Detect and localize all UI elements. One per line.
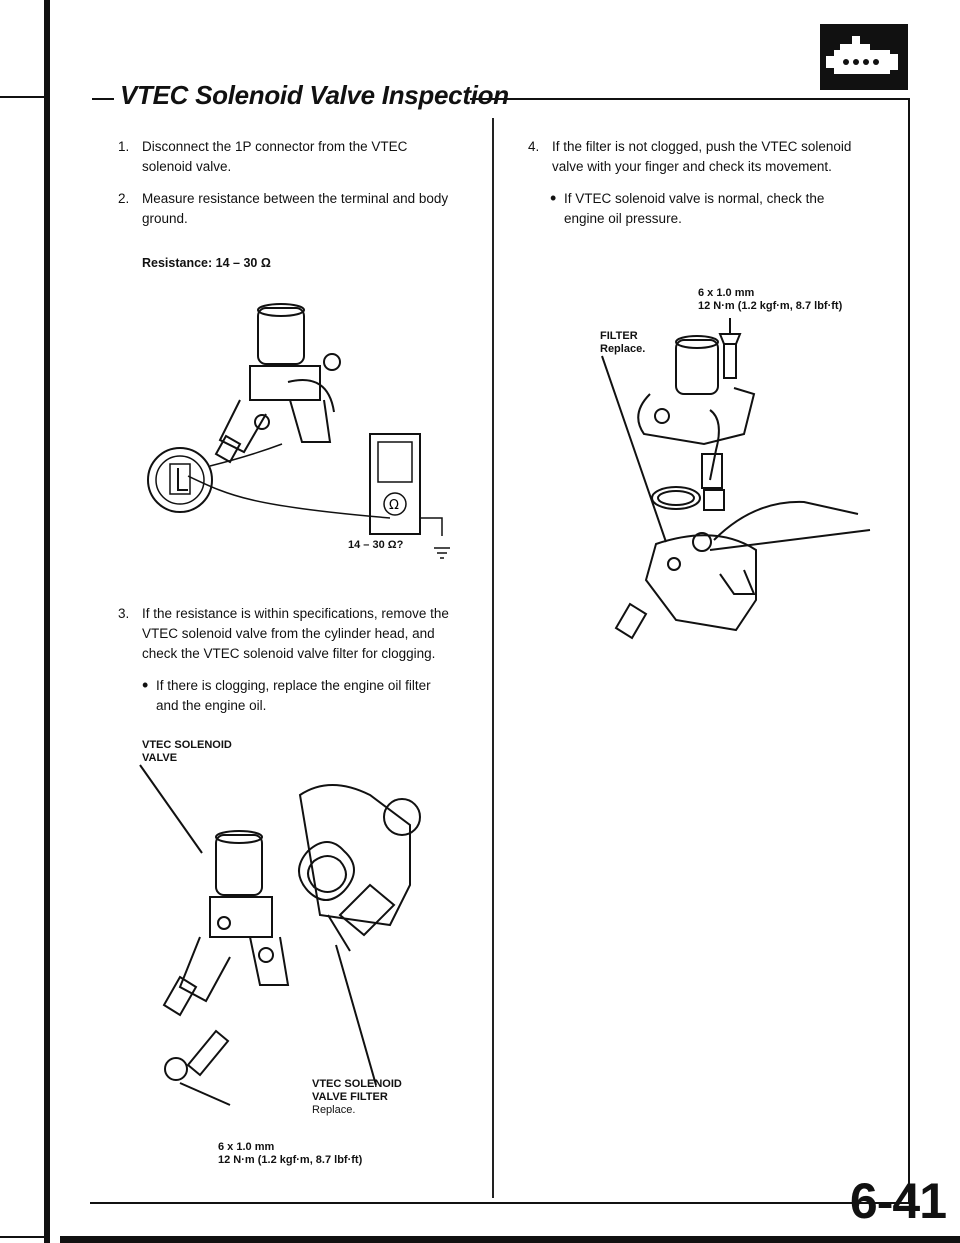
label-note: Replace.: [312, 1104, 356, 1116]
label-vtec-solenoid-valve-filter: VTEC SOLENOID VALVE FILTER Replace.: [312, 1078, 402, 1117]
label-line: VTEC SOLENOID: [142, 739, 232, 751]
step-text-line: If the filter is not clogged, push the V…: [552, 139, 852, 154]
binding-edge: [44, 0, 50, 1243]
page-title: VTEC Solenoid Valve Inspection: [120, 80, 509, 110]
step-number: 1.: [118, 139, 130, 154]
engine-icon: [820, 24, 908, 90]
resistance-spec: Resistance: 14 – 30 Ω: [142, 256, 271, 270]
meter-range-label: 14 – 30 Ω?: [348, 539, 404, 551]
frame-right-rule: [908, 98, 910, 1204]
frame-bottom-rule: [90, 1202, 910, 1204]
bullet-text-line: engine oil pressure.: [564, 211, 682, 226]
column-divider: [492, 118, 494, 1198]
label-bolt-torque: 12 N·m (1.2 kgf·m, 8.7 lbf·ft): [218, 1154, 363, 1166]
step-text-line: valve with your finger and check its mov…: [552, 159, 832, 174]
step-4: 4. If the filter is not clogged, push th…: [528, 137, 908, 177]
label-line: FILTER: [600, 330, 638, 342]
bullet-icon: •: [142, 675, 149, 695]
bullet-text-line: If there is clogging, replace the engine…: [156, 678, 431, 693]
filter-check-diagram: [601, 318, 871, 640]
step-text-line: ground.: [142, 211, 188, 226]
bullet-text-line: and the engine oil.: [156, 698, 267, 713]
step-1: 1. Disconnect the 1P connector from the …: [118, 137, 478, 177]
step-text-line: If the resistance is within specificatio…: [142, 606, 449, 621]
label-line: VALVE FILTER: [312, 1091, 388, 1103]
step-text-line: solenoid valve.: [142, 159, 232, 174]
page-number: 6-41: [849, 1173, 947, 1229]
step-text-line: Measure resistance between the terminal …: [142, 191, 449, 206]
step-3-bullet: • If there is clogging, replace the engi…: [142, 676, 482, 716]
step-number: 4.: [528, 139, 540, 154]
step-text-line: VTEC solenoid valve from the cylinder he…: [142, 626, 435, 641]
step-4-bullet: • If VTEC solenoid valve is normal, chec…: [550, 189, 900, 229]
frame-line: [0, 96, 44, 98]
svg-text:Ω: Ω: [389, 498, 399, 513]
title-rule: [470, 98, 908, 100]
label-vtec-solenoid-valve: VTEC SOLENOID VALVE: [142, 739, 232, 765]
step-number: 2.: [118, 191, 130, 206]
label-line: VTEC SOLENOID: [312, 1078, 402, 1090]
label-filter: FILTER Replace.: [600, 330, 645, 356]
title-rule-left: [92, 98, 114, 100]
bullet-icon: •: [550, 188, 557, 208]
label-bolt-torque: 12 N·m (1.2 kgf·m, 8.7 lbf·ft): [698, 300, 843, 312]
label-bolt-size: 6 x 1.0 mm: [218, 1141, 275, 1153]
step-2: 2. Measure resistance between the termin…: [118, 189, 478, 229]
solenoid-removal-diagram: [139, 764, 421, 1106]
frame-line: [0, 1236, 44, 1238]
footer-bar: [60, 1236, 960, 1243]
step-3: 3. If the resistance is within specifica…: [118, 604, 488, 664]
step-text-line: Disconnect the 1P connector from the VTE…: [142, 139, 408, 154]
resistance-test-diagram: Ω: [147, 303, 450, 559]
label-line: VALVE: [142, 752, 178, 764]
step-number: 3.: [118, 606, 130, 621]
label-bolt-size: 6 x 1.0 mm: [698, 287, 755, 299]
step-text-line: check the VTEC solenoid valve filter for…: [142, 646, 436, 661]
label-note: Replace.: [600, 343, 646, 355]
bullet-text-line: If VTEC solenoid valve is normal, check …: [564, 191, 825, 206]
